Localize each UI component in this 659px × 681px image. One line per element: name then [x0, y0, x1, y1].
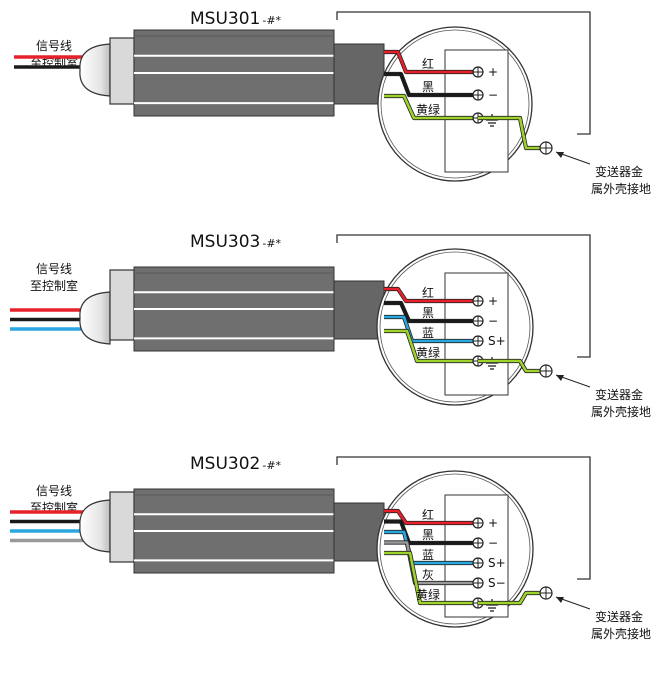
terminal-symbol-3: S− — [488, 576, 506, 590]
wire-label-2: 蓝 — [422, 326, 434, 340]
cable-gland-dome — [79, 291, 111, 345]
wire-0 — [384, 287, 478, 303]
model-suffix: -#* — [262, 237, 281, 250]
shell-ground-label-2: 属外壳接地 — [591, 181, 651, 196]
junction-inner-ring — [379, 473, 531, 625]
terminal-symbol-1: − — [488, 314, 498, 328]
terminal-symbol-0: + — [488, 516, 498, 530]
shell-ground-label-1: 变送器金 — [595, 609, 643, 624]
terminal-symbol-1: − — [488, 88, 498, 102]
shell-ground-arrowhead — [556, 152, 564, 158]
wire-label-2: 黄绿 — [416, 102, 440, 117]
housing-outline — [336, 456, 591, 580]
housing-outline — [336, 11, 591, 135]
model-name: MSU302 — [190, 454, 260, 474]
housing-outline — [336, 234, 591, 358]
shell-ground-label-2: 属外壳接地 — [591, 404, 651, 419]
wire-label-0: 红 — [422, 507, 434, 522]
gland-ring — [109, 269, 135, 341]
wire-1 — [384, 72, 478, 97]
diagram-msu302: MSU302-#*信号线至控制室红+黑−蓝S+灰S−黄绿变送器金属外壳接地 — [10, 454, 651, 641]
wire-label-2: 蓝 — [422, 548, 434, 562]
model-suffix: -#* — [262, 459, 281, 472]
wire-3 — [384, 329, 478, 363]
model-suffix: -#* — [262, 14, 281, 27]
wire-label-4: 黄绿 — [416, 587, 440, 602]
terminal-symbol-1: − — [488, 536, 498, 550]
terminal-symbol-0: + — [488, 65, 498, 79]
wire-2 — [384, 94, 478, 120]
shell-ground-arrowhead — [556, 597, 564, 603]
wire-0 — [384, 50, 478, 74]
terminal-symbol-2: S+ — [488, 556, 506, 570]
model-title: MSU301-#* — [190, 9, 282, 29]
wire-4 — [384, 551, 478, 605]
shell-ground-wire — [478, 359, 546, 373]
wire-0 — [384, 509, 478, 525]
wire-label-0: 红 — [422, 56, 434, 71]
shell-ground-label-2: 属外壳接地 — [591, 626, 651, 641]
gland-ring — [109, 37, 135, 105]
to-control-room-label: 至控制室 — [30, 278, 78, 293]
wire-label-1: 黑 — [422, 80, 434, 94]
wire-1 — [384, 301, 478, 323]
signal-line-label: 信号线 — [36, 262, 72, 276]
shell-ground-arrowhead — [556, 375, 564, 381]
terminal-block — [444, 494, 509, 618]
model-name: MSU301 — [190, 9, 260, 29]
cable-gland-dome — [79, 43, 111, 97]
wire-label-3: 黄绿 — [416, 345, 440, 360]
signal-line-label: 信号线 — [36, 484, 72, 498]
wire-2 — [384, 315, 478, 343]
terminal-symbol-0: + — [488, 294, 498, 308]
connector-neck — [333, 43, 385, 105]
model-title: MSU303-#* — [190, 232, 282, 252]
model-name: MSU303 — [190, 232, 260, 252]
wire-label-1: 黑 — [422, 528, 434, 542]
shell-ground-label-1: 变送器金 — [595, 387, 643, 402]
connector-neck — [333, 280, 385, 340]
wire-label-3: 灰 — [422, 568, 434, 582]
model-title: MSU302-#* — [190, 454, 282, 474]
shell-ground-wire — [478, 116, 546, 150]
signal-line-label: 信号线 — [36, 39, 72, 53]
shell-ground-wire — [478, 591, 546, 605]
wire-label-0: 红 — [422, 285, 434, 300]
wire-label-1: 黑 — [422, 306, 434, 320]
terminal-symbol-2: S+ — [488, 334, 506, 348]
shell-ground-label-1: 变送器金 — [595, 164, 643, 179]
cable-gland-dome — [79, 499, 111, 553]
junction-inner-ring — [380, 29, 530, 179]
terminal-block — [444, 272, 509, 396]
junction-inner-ring — [379, 251, 531, 403]
diagram-msu301: MSU301-#*信号线至控制室红+黑−黄绿变送器金属外壳接地 — [14, 9, 651, 196]
gland-ring — [109, 491, 135, 563]
